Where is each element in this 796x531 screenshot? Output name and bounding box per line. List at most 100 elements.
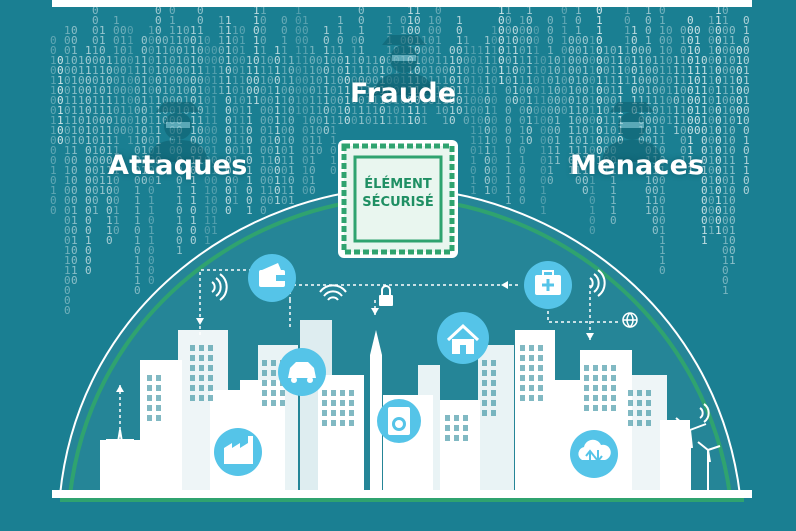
binary-digit: 0	[78, 134, 85, 147]
binary-digit: 0	[260, 14, 267, 27]
binary-digit: 0	[722, 214, 729, 227]
window	[199, 355, 204, 361]
binary-digit: 0	[540, 154, 547, 167]
binary-digit: 1	[729, 154, 736, 167]
window	[262, 380, 267, 386]
binary-digit: 1	[71, 104, 78, 117]
binary-digit: 0	[204, 224, 211, 237]
binary-digit: 1	[148, 204, 155, 217]
binary-digit: 1	[288, 144, 295, 157]
binary-digit: 1	[295, 54, 302, 67]
binary-digit: 0	[701, 144, 708, 157]
binary-digit: 0	[743, 124, 750, 137]
binary-digit: 1	[225, 74, 232, 87]
binary-digit: 1	[148, 94, 155, 107]
binary-digit: 1	[729, 224, 736, 237]
binary-digit: 0	[64, 184, 71, 197]
binary-digit: 1	[386, 114, 393, 127]
binary-digit: 1	[743, 24, 750, 37]
binary-digit: 1	[638, 64, 645, 77]
binary-digit: 0	[519, 104, 526, 117]
binary-digit: 0	[659, 154, 666, 167]
binary-digit: 1	[127, 134, 134, 147]
binary-digit: 1	[155, 44, 162, 57]
binary-digit: 0	[722, 4, 729, 17]
binary-digit: 0	[330, 164, 337, 177]
binary-digit: 1	[50, 54, 57, 67]
binary-digit: 0	[113, 84, 120, 97]
binary-digit: 0	[715, 44, 722, 57]
binary-digit: 0	[540, 194, 547, 207]
binary-digit: 0	[260, 134, 267, 147]
binary-digit: 0	[547, 114, 554, 127]
binary-digit: 0	[225, 164, 232, 177]
binary-digit: 0	[526, 24, 533, 37]
binary-digit: 0	[519, 64, 526, 77]
binary-digit: 0	[582, 94, 589, 107]
binary-digit: 1	[351, 54, 358, 67]
binary-digit: 1	[610, 174, 617, 187]
binary-digit: 1	[554, 154, 561, 167]
binary-digit: 1	[239, 74, 246, 87]
binary-digit: 0	[253, 24, 260, 37]
binary-digit: 0	[176, 164, 183, 177]
binary-digit: 1	[575, 94, 582, 107]
window	[520, 355, 525, 361]
binary-digit: 1	[106, 224, 113, 237]
binary-digit: 0	[568, 34, 575, 47]
window	[584, 385, 589, 391]
binary-digit: 0	[113, 64, 120, 77]
binary-digit: 0	[92, 124, 99, 137]
window	[491, 360, 496, 366]
binary-digit: 1	[134, 254, 141, 267]
binary-digit: 1	[260, 64, 267, 77]
binary-digit: 0	[561, 84, 568, 97]
binary-digit: 1	[729, 254, 736, 267]
binary-digit: 0	[211, 44, 218, 57]
binary-digit: 1	[211, 164, 218, 177]
binary-digit: 1	[141, 94, 148, 107]
binary-digit: 1	[470, 74, 477, 87]
binary-digit: 0	[526, 34, 533, 47]
window	[602, 385, 607, 391]
binary-digit: 0	[491, 64, 498, 77]
binary-digit: 0	[540, 134, 547, 147]
binary-digit: 0	[267, 164, 274, 177]
binary-digit: 1	[372, 54, 379, 67]
binary-digit: 0	[554, 54, 561, 67]
binary-digit: 1	[722, 194, 729, 207]
window	[482, 370, 487, 376]
window	[491, 370, 496, 376]
binary-digit: 0	[239, 54, 246, 67]
binary-digit: 0	[575, 34, 582, 47]
binary-digit: 0	[92, 34, 99, 47]
binary-digit: 1	[708, 74, 715, 87]
window	[611, 405, 616, 411]
window	[331, 420, 336, 426]
binary-digit: 0	[134, 164, 141, 177]
binary-digit: 0	[267, 174, 274, 187]
binary-digit: 1	[239, 104, 246, 117]
binary-digit: 0	[491, 34, 498, 47]
binary-digit: 1	[211, 144, 218, 157]
binary-digit: 0	[232, 144, 239, 157]
binary-digit: 1	[491, 144, 498, 157]
binary-digit: 1	[589, 104, 596, 117]
binary-digit: 1	[225, 24, 232, 37]
binary-digit: 1	[652, 164, 659, 177]
binary-digit: 0	[71, 24, 78, 37]
binary-digit: 0	[680, 44, 687, 57]
binary-digit: 0	[484, 174, 491, 187]
binary-digit: 0	[64, 34, 71, 47]
window	[646, 390, 651, 396]
binary-digit: 1	[267, 184, 274, 197]
binary-digit: 0	[78, 84, 85, 97]
binary-digit: 1	[295, 104, 302, 117]
binary-digit: 1	[589, 174, 596, 187]
binary-digit: 1	[393, 94, 400, 107]
window	[340, 390, 345, 396]
hacker-icon	[374, 35, 434, 95]
binary-digit: 0	[694, 124, 701, 137]
window	[340, 420, 345, 426]
binary-digit: 1	[470, 64, 477, 77]
